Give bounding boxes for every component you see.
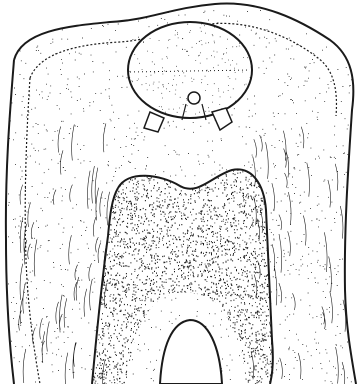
round-filling bbox=[128, 22, 252, 118]
root-bifurcation bbox=[160, 320, 222, 384]
